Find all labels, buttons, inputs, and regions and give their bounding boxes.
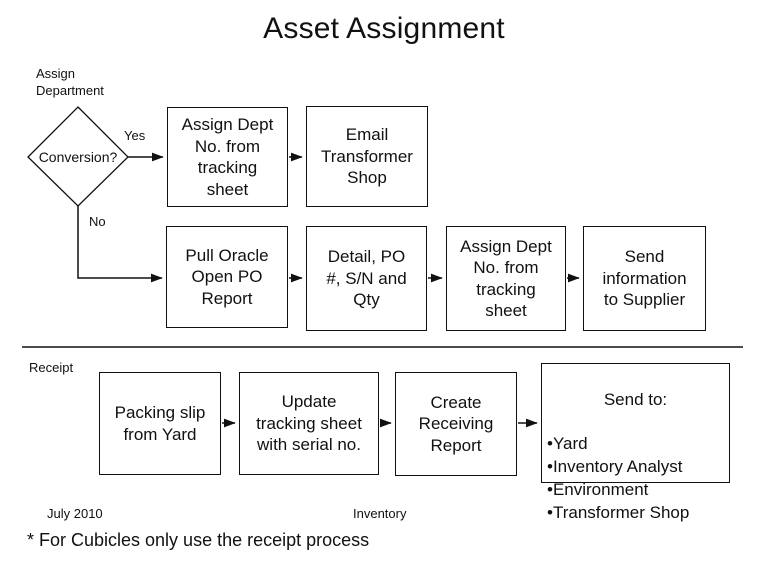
no-arrow (77, 206, 163, 283)
yes-branch-label: Yes (124, 128, 146, 143)
send-to-item: •Yard (547, 434, 588, 453)
flow-box-send-to: Send to: •Yard •Inventory Analyst •Environ… (541, 363, 730, 522)
no-branch-label: No (89, 214, 106, 229)
flow-box-create-receiving-report: Create Receiving Report (395, 372, 517, 476)
flow-box-update-tracking-sheet: Update tracking sheet with serial no. (239, 372, 379, 475)
flow-box-send-info-supplier: Send information to Supplier (583, 226, 706, 331)
footer-center-label: Inventory (353, 506, 407, 521)
send-to-heading: Send to: (603, 389, 668, 409)
flow-box-detail-po: Detail, PO #, S/N and Qty (306, 226, 427, 331)
send-to-item: •Environment (547, 480, 649, 499)
assign-department-section-label: Assign Department (36, 66, 104, 98)
flow-box-pull-oracle-report: Pull Oracle Open PO Report (166, 226, 288, 328)
footer-note: * For Cubicles only use the receipt proc… (27, 530, 370, 550)
flow-box-packing-slip: Packing slip from Yard (99, 372, 221, 475)
receipt-section-label: Receipt (29, 360, 74, 375)
flow-box-assign-dept-tracking-2: Assign Dept No. from tracking sheet (446, 226, 566, 331)
send-to-item: •Inventory Analyst (547, 457, 683, 476)
flow-box-assign-dept-tracking: Assign Dept No. from tracking sheet (167, 107, 288, 207)
page-title: Asset Assignment (263, 12, 505, 45)
footer-date: July 2010 (47, 506, 103, 521)
send-to-item: •Transformer Shop (547, 503, 690, 522)
flow-box-email-transformer-shop: Email Transformer Shop (306, 106, 428, 207)
send-to-list: •Yard •Inventory Analyst •Environment •Tran… (542, 432, 729, 524)
decision-question: Conversion? (38, 149, 118, 165)
